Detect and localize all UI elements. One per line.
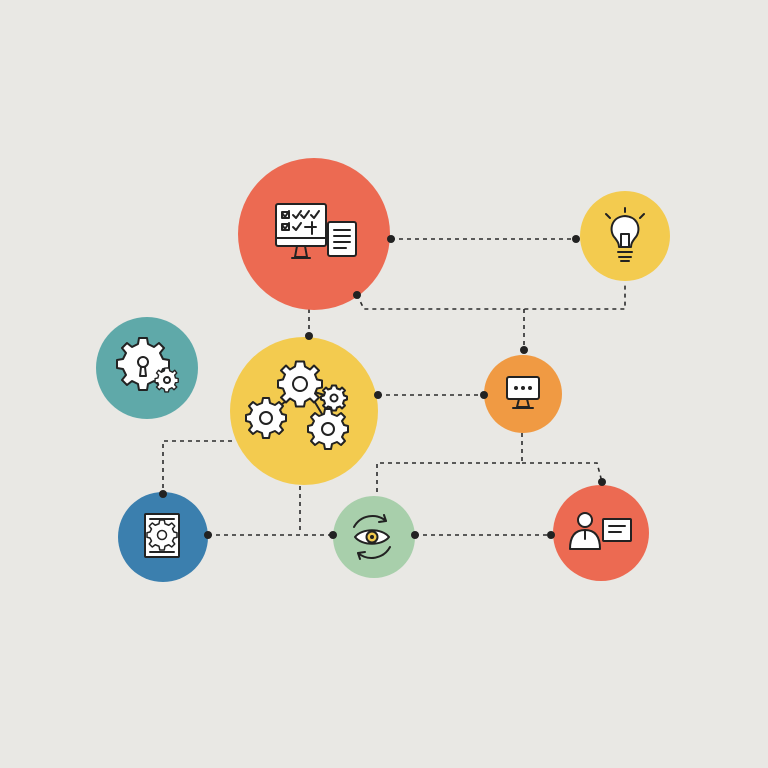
- connector-dot: [387, 235, 395, 243]
- connector-laptop-presenter-right: [522, 462, 603, 483]
- connector-dot: [353, 291, 361, 299]
- connector-dot: [305, 332, 313, 340]
- connector-dot: [520, 346, 528, 354]
- monitor-checklist-icon: [275, 203, 357, 259]
- eye-cycle-icon: [353, 514, 391, 560]
- gears-network-icon: [245, 360, 349, 450]
- connector-dot: [329, 531, 337, 539]
- presenter-board-icon: [569, 512, 632, 550]
- connector-monitor-laptop: [356, 282, 626, 310]
- connector-dot: [204, 531, 212, 539]
- node-gears-network[interactable]: [230, 337, 378, 485]
- connector-dot: [411, 531, 419, 539]
- connector-gears-document: [162, 440, 232, 494]
- connector-dot: [374, 391, 382, 399]
- connector-laptop-presenter: [376, 433, 523, 494]
- gear-keyhole-icon: [116, 337, 179, 393]
- node-presenter[interactable]: [553, 485, 649, 581]
- connector-dot: [572, 235, 580, 243]
- connector-dot: [547, 531, 555, 539]
- connector-dot: [598, 478, 606, 486]
- connectors: [162, 238, 626, 536]
- document-gear-icon: [144, 513, 180, 558]
- connector-dot: [480, 391, 488, 399]
- connector-dots: [159, 235, 606, 539]
- lightbulb-icon: [605, 207, 645, 262]
- laptop-icon: [506, 376, 540, 409]
- connector-dot: [159, 490, 167, 498]
